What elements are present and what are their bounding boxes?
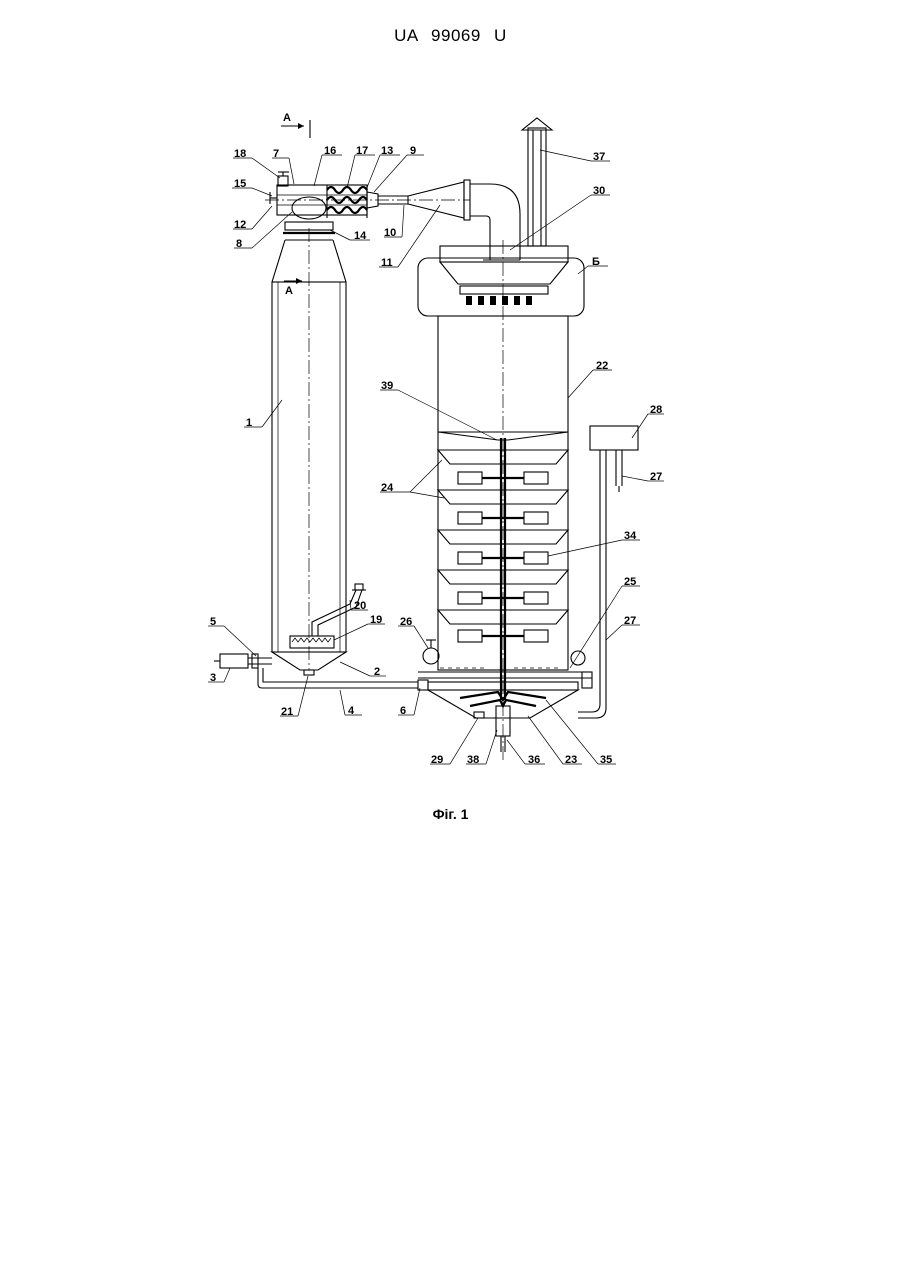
- label-17: 17: [356, 145, 368, 157]
- label-8: 8: [236, 238, 242, 250]
- label-39: 39: [381, 380, 393, 392]
- label-4: 4: [348, 705, 355, 717]
- section-label-a-mid: A: [285, 285, 293, 297]
- label-27-lower: 27: [624, 615, 636, 627]
- feed-lines: [214, 654, 428, 690]
- label-38: 38: [467, 754, 479, 766]
- burner-assembly: [265, 172, 470, 233]
- label-25: 25: [624, 576, 636, 588]
- label-28: 28: [650, 404, 662, 416]
- return-line: [578, 426, 638, 718]
- label-12: 12: [234, 219, 246, 231]
- exhaust-pipe: [522, 118, 552, 246]
- label-9: 9: [410, 145, 416, 157]
- label-7: 7: [273, 148, 279, 160]
- label-11: 11: [381, 257, 393, 269]
- label-22: 22: [596, 360, 608, 372]
- label-29: 29: [431, 754, 443, 766]
- label-37: 37: [593, 151, 605, 163]
- label-34: 34: [624, 530, 637, 542]
- heating-coil: [327, 185, 367, 218]
- label-16: 16: [324, 145, 336, 157]
- label-15: 15: [234, 178, 246, 190]
- section-label-a-top: A: [283, 112, 291, 124]
- label-10: 10: [384, 227, 396, 239]
- section-mark-top: A: [281, 112, 310, 138]
- label-13: 13: [381, 145, 393, 157]
- label-36: 36: [528, 754, 540, 766]
- label-24: 24: [381, 482, 394, 494]
- label-18: 18: [234, 148, 246, 160]
- label-30: 30: [593, 185, 605, 197]
- label-21: 21: [281, 706, 293, 718]
- label-2: 2: [374, 666, 380, 678]
- label-1: 1: [246, 417, 252, 429]
- label-14: 14: [354, 230, 367, 242]
- label-27-upper: 27: [650, 471, 662, 483]
- label-b: Б: [592, 256, 600, 268]
- label-6: 6: [400, 705, 406, 717]
- label-23: 23: [565, 754, 577, 766]
- label-19: 19: [370, 614, 382, 626]
- spray-nozzles: [466, 296, 532, 305]
- label-3: 3: [210, 672, 216, 684]
- label-35: 35: [600, 754, 612, 766]
- drying-tower: [418, 240, 592, 760]
- label-20: 20: [354, 600, 366, 612]
- label-26: 26: [400, 616, 412, 628]
- reactor-column: A: [272, 228, 366, 675]
- figure-caption: Фіг. 1: [0, 806, 901, 822]
- label-5: 5: [210, 616, 216, 628]
